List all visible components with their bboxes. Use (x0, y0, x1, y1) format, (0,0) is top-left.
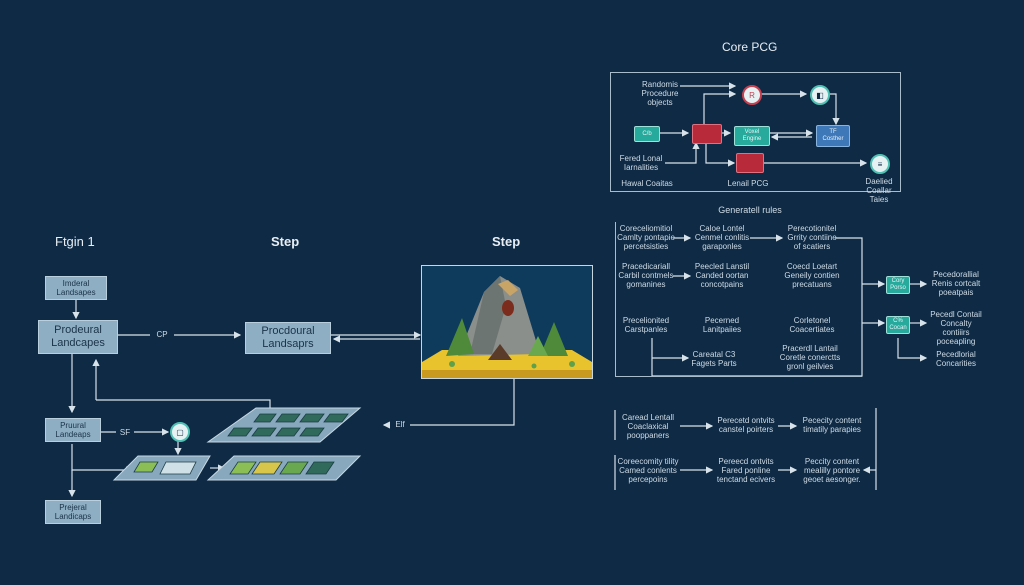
rules-side-node-a[interactable]: Cory Porso (886, 276, 910, 294)
rules-output: Pecedl Contail Concalty contiiirs poceap… (930, 310, 982, 346)
bottom-rule-cell: Pececity content timatily parapies (802, 416, 862, 434)
core-pcg-frame (610, 72, 901, 192)
bottom-rule-cell: Coreecomity tility Camed conlents percep… (617, 457, 679, 484)
tile-platform-top (206, 407, 362, 443)
terrain-preview-frame (421, 265, 593, 379)
core-pcg-title: Core PCG (722, 40, 778, 54)
bottom-rule-cell: Pereecd ontvits Fared ponline tenctand e… (716, 457, 776, 484)
rules-cell: Pracedicariall Carbil contmels gomanines (618, 262, 674, 289)
rules-frame-left (615, 222, 616, 376)
node-procedural-landscapes[interactable]: Prodeural Landcapes (38, 320, 118, 354)
core-bottom-mid-label: Lenail PCG (727, 179, 769, 188)
rules-cell: Corletonel Coacertiates (789, 316, 835, 334)
tile-platform-left (112, 455, 211, 481)
core-bottom-left-label: Hawal Coaitas (621, 179, 673, 188)
rules-cell: Pecerned Lanitpaiies (702, 316, 742, 334)
bottom-rule-cell: Perecetd ontvits canstel poirters (717, 416, 775, 434)
rules-title: Generatell rules (718, 205, 782, 215)
pipeline-label-1: Ftgin 1 (55, 234, 95, 249)
core-red-bottom-node[interactable] (736, 153, 764, 173)
pipeline-label-3: Step (492, 234, 521, 249)
rules-cell: Perecotionitel Grrity contiine of scatie… (787, 224, 837, 251)
core-red-node[interactable] (692, 124, 722, 144)
rules-cell: Pracerdl Lantail Coretle conerctts gronl… (779, 344, 841, 371)
edge-cp-label: CP (150, 330, 174, 339)
tile-platforms (112, 407, 362, 481)
core-blue-node[interactable]: TF Costher (816, 125, 850, 147)
core-list-icon: ≡ (870, 154, 890, 174)
node-procedural-middle[interactable]: Procdoural Landsaprs (245, 322, 331, 354)
core-record-icon: R (742, 85, 762, 105)
rules-cell: Caloe Lontel Cenmel conlitis garaponles (694, 224, 750, 251)
pipeline-label-2: Step (271, 234, 300, 249)
core-bottom-right-label: Daelied Coallar Taies (865, 177, 893, 204)
rules-cell: Peecled Lanstil Canded oortan concotpain… (694, 262, 750, 289)
document-icon: ▢ (170, 422, 190, 442)
node-bottom-2[interactable]: Prejeral Landicaps (45, 500, 101, 524)
rules-cell: Precelionited Carstpanles (622, 316, 670, 334)
core-device-icon: ◧ (810, 85, 830, 105)
core-left-bottom-label: Fered Lonal Iarnalities (619, 154, 663, 172)
rules-cell: Careatal C3 Fagets Parts (691, 350, 737, 368)
rules-output: Pecedorallial Renis cortcalt poeatpais (931, 270, 981, 297)
core-voxel-node[interactable]: Voxel Engine (734, 126, 770, 146)
rules-output: Pecedlorial Concarities (935, 350, 976, 368)
rules-cell: Coecd Loetart Geneily contien precatuans (784, 262, 840, 289)
rules-cell: Coreceliomitiol Camlty pontapie percetsi… (617, 224, 675, 251)
edge-elf-label: Elf (390, 420, 410, 429)
rules-frame-bottom (615, 376, 862, 377)
bottom-rule-cell: Caread Lentall Coaclaxical pooppaners (621, 413, 675, 440)
node-bottom-1[interactable]: Pruural Landeaps (45, 418, 101, 442)
core-teal-node[interactable]: C/b (634, 126, 660, 142)
mountain-illustration (422, 276, 592, 378)
core-top-left-label: Randomis Procedure objects (641, 80, 679, 107)
rules-side-node-b[interactable]: C% Cocan (886, 316, 910, 334)
bottom-rule-cell: Peccity content mealilly pontore geoet a… (803, 457, 861, 484)
node-top-landscapes[interactable]: Imderal Landsapes (45, 276, 107, 300)
edge-sf-label: SF (116, 428, 134, 437)
